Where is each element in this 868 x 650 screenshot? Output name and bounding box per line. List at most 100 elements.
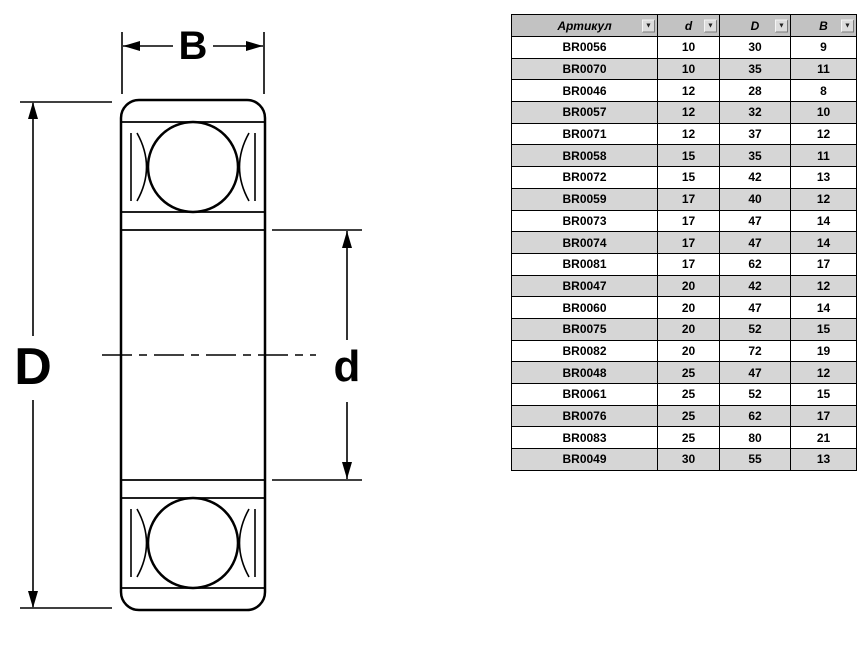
B-cell: 21 (790, 426, 857, 450)
d-cell: 17 (657, 231, 720, 254)
D-cell: 40 (719, 187, 791, 211)
D-cell: 62 (719, 404, 791, 428)
d-cell: 15 (657, 166, 720, 189)
filter-dropdown-D-icon[interactable]: ▼ (775, 19, 788, 32)
dim-b-label: B (179, 24, 208, 68)
D-cell: 47 (719, 209, 791, 233)
table-row: BR0083 25 80 21 (511, 426, 857, 450)
d-cell: 12 (657, 101, 720, 124)
table-row: BR0059 17 40 12 (511, 187, 857, 211)
filter-dropdown-d-icon[interactable]: ▼ (704, 19, 717, 32)
B-cell: 14 (790, 231, 857, 254)
table-row: BR0057 12 32 10 (511, 101, 857, 124)
header-d: d ▼ (657, 14, 720, 37)
shield-arc-top-left (136, 132, 148, 202)
article-cell: BR0076 (511, 404, 658, 428)
B-cell: 9 (790, 36, 857, 59)
header-d-label: d (684, 18, 693, 33)
B-cell: 12 (790, 361, 857, 384)
D-cell: 55 (719, 448, 791, 471)
d-cell: 20 (657, 274, 720, 298)
B-cell: 12 (790, 122, 857, 146)
filter-dropdown-article-icon[interactable]: ▼ (642, 19, 655, 32)
D-cell: 35 (719, 57, 791, 81)
B-cell: 10 (790, 101, 857, 124)
d-cell: 25 (657, 404, 720, 428)
d-cell: 17 (657, 209, 720, 233)
d-outer-arrow-bottom (28, 591, 38, 608)
B-cell: 13 (790, 448, 857, 471)
B-cell: 11 (790, 57, 857, 81)
D-cell: 52 (719, 317, 791, 341)
article-cell: BR0072 (511, 166, 658, 189)
table-row: BR0047 20 42 12 (511, 274, 857, 298)
d-cell: 20 (657, 339, 720, 363)
article-cell: BR0049 (511, 448, 658, 471)
bearing-spec-table: Артикул ▼ d ▼ D ▼ B ▼ BR0056 10 30 (511, 14, 857, 471)
d-outer-arrow-top (28, 102, 38, 119)
article-cell: BR0071 (511, 122, 658, 146)
table-header-row: Артикул ▼ d ▼ D ▼ B ▼ (511, 14, 857, 37)
D-cell: 28 (719, 79, 791, 103)
d-cell: 12 (657, 79, 720, 103)
shield-arc-top-right (238, 132, 250, 202)
b-arrow-left (123, 41, 140, 51)
table-row: BR0070 10 35 11 (511, 57, 857, 81)
article-cell: BR0048 (511, 361, 658, 384)
d-cell: 15 (657, 144, 720, 168)
table-row: BR0061 25 52 15 (511, 383, 857, 406)
article-cell: BR0057 (511, 101, 658, 124)
D-cell: 32 (719, 101, 791, 124)
d-bore-arrow-bottom (342, 462, 352, 479)
filter-dropdown-B-icon[interactable]: ▼ (841, 19, 854, 32)
article-cell: BR0074 (511, 231, 658, 254)
dim-d-bore-label: d (334, 342, 361, 391)
B-cell: 19 (790, 339, 857, 363)
dim-d-outer-label: D (14, 338, 52, 396)
B-cell: 15 (790, 317, 857, 341)
B-cell: 8 (790, 79, 857, 103)
d-cell: 10 (657, 36, 720, 59)
table-row: BR0075 20 52 15 (511, 317, 857, 341)
d-cell: 17 (657, 252, 720, 276)
table-row: BR0060 20 47 14 (511, 296, 857, 319)
d-cell: 20 (657, 296, 720, 319)
B-cell: 12 (790, 187, 857, 211)
header-B-label: B (819, 18, 828, 33)
D-cell: 30 (719, 36, 791, 59)
d-cell: 20 (657, 317, 720, 341)
header-article-label: Артикул (557, 18, 612, 33)
article-cell: BR0083 (511, 426, 658, 450)
D-cell: 80 (719, 426, 791, 450)
B-cell: 17 (790, 404, 857, 428)
article-cell: BR0075 (511, 317, 658, 341)
article-cell: BR0046 (511, 79, 658, 103)
table-row: BR0048 25 47 12 (511, 361, 857, 384)
d-cell: 25 (657, 426, 720, 450)
table-row: BR0071 12 37 12 (511, 122, 857, 146)
D-cell: 72 (719, 339, 791, 363)
d-cell: 25 (657, 361, 720, 384)
table-row: BR0072 15 42 13 (511, 166, 857, 189)
D-cell: 47 (719, 361, 791, 384)
article-cell: BR0082 (511, 339, 658, 363)
article-cell: BR0056 (511, 36, 658, 59)
article-cell: BR0058 (511, 144, 658, 168)
D-cell: 52 (719, 383, 791, 406)
D-cell: 35 (719, 144, 791, 168)
header-D: D ▼ (719, 14, 791, 37)
D-cell: 47 (719, 296, 791, 319)
header-B: B ▼ (790, 14, 857, 37)
d-cell: 12 (657, 122, 720, 146)
d-cell: 10 (657, 57, 720, 81)
ball-top (146, 120, 240, 214)
D-cell: 37 (719, 122, 791, 146)
table-row: BR0058 15 35 11 (511, 144, 857, 168)
article-cell: BR0081 (511, 252, 658, 276)
B-cell: 11 (790, 144, 857, 168)
table-body: BR0056 10 30 9 BR0070 10 35 11 BR0046 12… (511, 36, 857, 471)
article-cell: BR0059 (511, 187, 658, 211)
article-cell: BR0070 (511, 57, 658, 81)
B-cell: 12 (790, 274, 857, 298)
table-row: BR0074 17 47 14 (511, 231, 857, 254)
